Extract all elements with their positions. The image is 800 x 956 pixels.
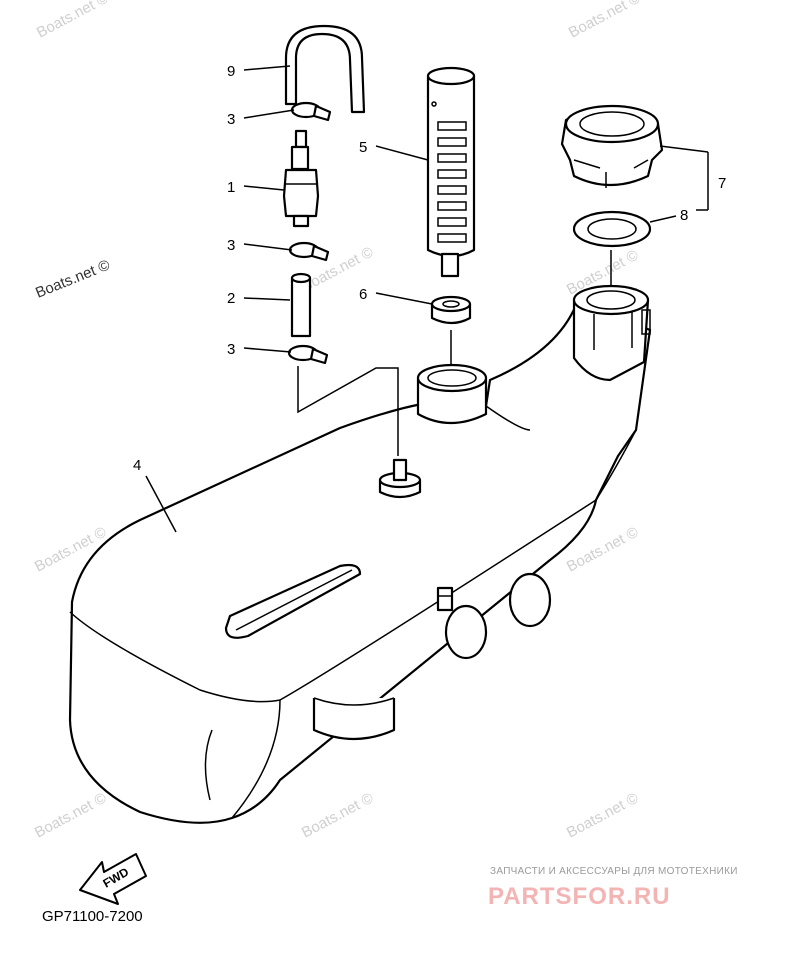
gasket-part-8 [572,210,652,248]
watermark: Boats.net © [564,790,641,842]
part-code: GP71100-7200 [42,908,143,925]
callout-4: 4 [133,457,141,474]
callout-7: 7 [718,175,726,192]
watermark-dark: Boats.net © [33,256,112,301]
clamp-part-3-bottom [287,344,329,365]
watermark: Boats.net © [32,790,109,842]
grommet-part-6 [430,295,472,325]
callout-5: 5 [359,139,367,156]
routing-line [297,366,399,456]
pipe-part-2 [290,272,312,338]
brand-logo: PARTSFOR.RU [488,883,671,910]
watermark: Boats.net © [566,0,643,42]
strainer-part-5 [426,66,476,278]
callout-2: 2 [227,290,235,307]
fwd-arrow-icon: FWD [79,853,147,905]
leader-lines [145,65,709,533]
callout-1: 1 [227,179,235,196]
callout-3: 3 [227,341,235,358]
filler-cap-part-7 [560,104,664,188]
fuel-filter-part-1 [282,129,320,228]
clamp-part-3-top [290,101,332,122]
watermark: Boats.net © [34,0,111,42]
hose-part-9 [284,24,366,114]
callout-9: 9 [227,63,235,80]
clamp-part-3-mid [288,241,330,262]
callout-8: 8 [680,207,688,224]
fuel-tank-part-4 [68,284,652,824]
callout-6: 6 [359,286,367,303]
strainer-slots [437,121,467,243]
watermark: Boats.net © [299,790,376,842]
callout-3: 3 [227,111,235,128]
callout-3: 3 [227,237,235,254]
brand-tagline: ЗАПЧАСТИ И АКСЕССУАРЫ ДЛЯ МОТОТЕХНИКИ [490,866,738,877]
